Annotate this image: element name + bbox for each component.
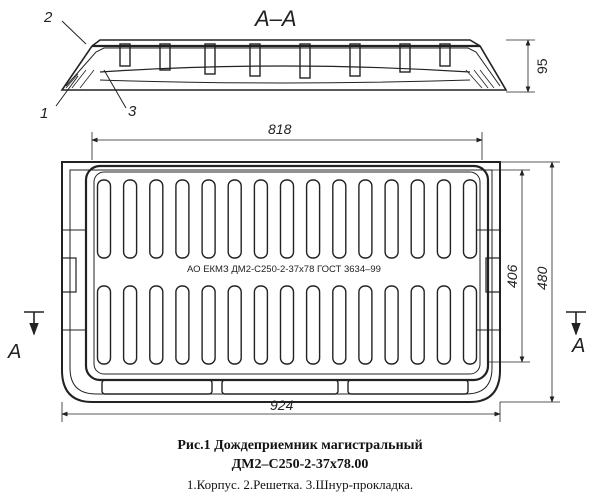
grate-slot — [149, 285, 164, 365]
callout-1: 1 — [40, 105, 48, 122]
grate-slot — [201, 285, 216, 365]
section-title: A–A — [253, 6, 297, 31]
dim-inner-height: 406 — [504, 264, 520, 288]
grate-slot — [175, 285, 190, 365]
grate-slot — [175, 179, 190, 259]
cut-label-right: A — [571, 335, 585, 357]
grate-slot — [462, 285, 478, 365]
plan-view: 818 АО ЕКМЗ ДМ2-С250-2-37х78 ГОСТ 3634–9… — [7, 121, 586, 422]
grate-slot — [410, 179, 425, 259]
section-height-label: 95 — [534, 58, 550, 74]
grate-slot — [253, 179, 269, 259]
grate-slot — [253, 285, 269, 365]
grate-slot — [122, 285, 138, 365]
grate-lugs — [101, 379, 469, 395]
grate-stamp: АО ЕКМЗ ДМ2-С250-2-37х78 ГОСТ 3634–99 — [187, 264, 381, 275]
section-view: A–A 95 — [40, 6, 550, 122]
callout-2: 2 — [43, 9, 53, 26]
grate-slot — [384, 285, 399, 365]
grate-slot — [279, 179, 295, 259]
caption-line-3: 1.Корпус. 2.Решетка. 3.Шнур-прокладка. — [186, 477, 414, 492]
grate-slot — [358, 285, 373, 365]
grate-slot — [332, 285, 347, 365]
grate-slot — [201, 179, 216, 259]
cut-mark-right — [566, 311, 586, 336]
cut-mark-left — [24, 311, 44, 336]
dim-outer-height: 480 — [534, 266, 550, 290]
grate-slot — [384, 179, 399, 259]
caption-line-1: Рис.1 Дождеприемник магистральный — [177, 438, 423, 453]
grate-slot — [227, 285, 242, 365]
grate-slot — [96, 179, 112, 259]
grate-slot — [227, 179, 242, 259]
grate-slots — [96, 179, 478, 365]
section-ribs — [119, 43, 451, 79]
grate-slot — [462, 179, 478, 259]
callout-3: 3 — [128, 103, 137, 120]
grate-slot — [410, 285, 425, 365]
grate-slot — [122, 179, 138, 259]
caption-line-2: ДМ2–С250-2-37х78.00 — [231, 457, 369, 472]
grate-slot — [96, 285, 112, 365]
grate-slot — [305, 285, 321, 365]
grate-slot — [279, 285, 295, 365]
grate-slot — [436, 285, 452, 365]
grate-slot — [305, 179, 321, 259]
housing-outline — [61, 161, 501, 403]
dim-inner-width: 818 — [268, 121, 292, 137]
grate-slot — [358, 179, 373, 259]
dim-outer-width: 924 — [270, 397, 294, 413]
grate-slot — [436, 179, 452, 259]
cut-label-left: A — [7, 341, 21, 363]
grate-slot — [149, 179, 164, 259]
grate-slot — [332, 179, 347, 259]
